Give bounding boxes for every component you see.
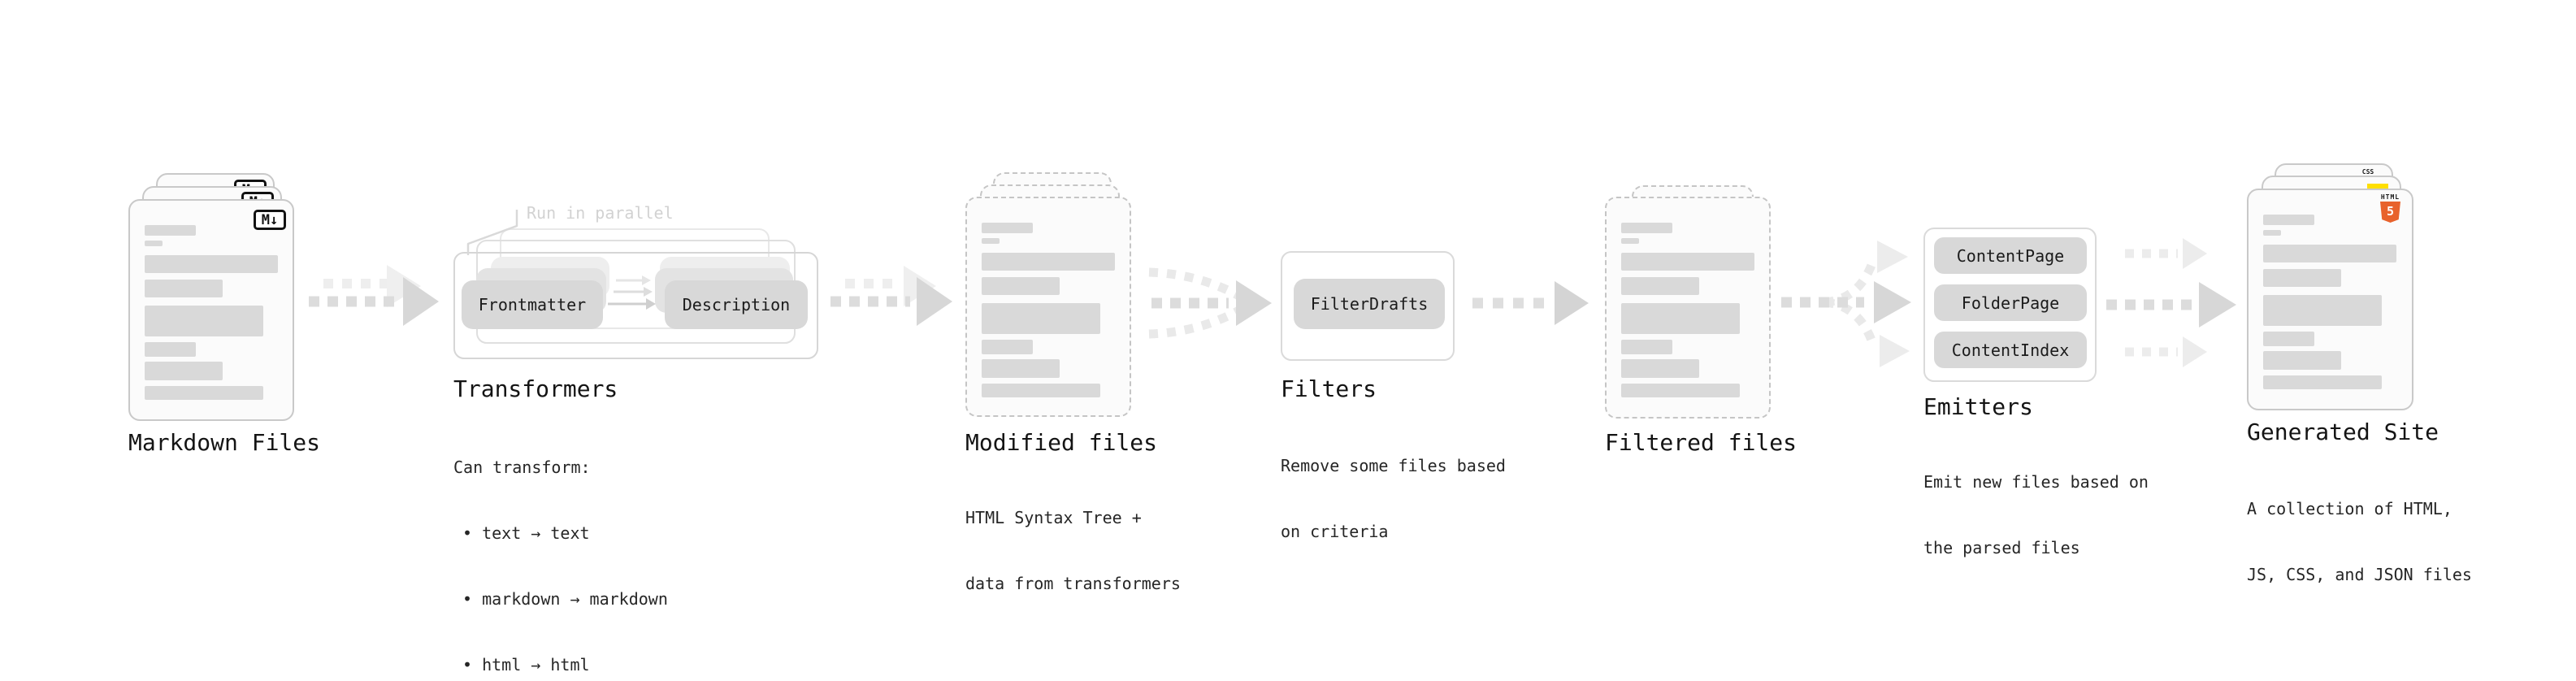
transformers-bullet: • text → text bbox=[462, 523, 590, 543]
content-index-pill: ContentIndex bbox=[1934, 332, 2087, 368]
emitters-label: Emitters bbox=[1923, 393, 2033, 420]
transformer-frontmatter-pill: Frontmatter bbox=[462, 280, 603, 329]
filters-description-line: Remove some files based bbox=[1281, 456, 1506, 475]
emitters-description-line: Emit new files based on bbox=[1923, 472, 2149, 492]
generated-site-label: Generated Site bbox=[2247, 419, 2439, 445]
arrow-modified-to-filters bbox=[1148, 267, 1272, 339]
arrow-filters-to-filtered bbox=[1472, 281, 1589, 325]
generated-file-card-front: HTML 5 bbox=[2247, 189, 2413, 410]
generated-site-description-line: A collection of HTML, bbox=[2247, 499, 2452, 518]
html5-icon-shield: 5 bbox=[2380, 202, 2400, 223]
arrow-markdown-to-transformers bbox=[309, 265, 439, 326]
modified-files-label: Modified files bbox=[965, 429, 1158, 456]
run-in-parallel-note: Run in parallel bbox=[527, 203, 674, 223]
emitters-description-line: the parsed files bbox=[1923, 538, 2080, 557]
filters-description-line: on criteria bbox=[1281, 522, 1389, 541]
modified-files-description-line: data from transformers bbox=[965, 574, 1181, 593]
folder-page-pill: FolderPage bbox=[1934, 284, 2087, 321]
modified-files-description: HTML Syntax Tree + data from transformer… bbox=[965, 463, 1181, 639]
html5-file-icon: HTML 5 bbox=[2380, 193, 2400, 223]
modified-files-description-line: HTML Syntax Tree + bbox=[965, 508, 1142, 527]
markdown-files-label: Markdown Files bbox=[128, 429, 321, 456]
file-text-placeholder-lines bbox=[1621, 223, 1754, 397]
markdown-icon: M↓ bbox=[254, 210, 286, 230]
filters-description: Remove some files based on criteria bbox=[1281, 411, 1506, 587]
arrow-emitters-to-generated bbox=[2106, 238, 2236, 367]
file-text-placeholder-lines bbox=[982, 223, 1115, 397]
transformers-label: Transformers bbox=[453, 375, 618, 402]
generated-site-description: A collection of HTML, JS, CSS, and JSON … bbox=[2247, 454, 2472, 630]
content-page-pill: ContentPage bbox=[1934, 237, 2087, 274]
transformers-bullet: • html → html bbox=[462, 655, 590, 674]
filters-label: Filters bbox=[1281, 375, 1377, 402]
generated-site-description-line: JS, CSS, and JSON files bbox=[2247, 565, 2472, 584]
transformers-bullet: • markdown → markdown bbox=[462, 589, 668, 609]
markdown-file-card-front: M↓ bbox=[128, 199, 294, 421]
arrow-filtered-to-emitters bbox=[1781, 241, 1911, 367]
arrow-transformers-to-modified bbox=[830, 266, 952, 326]
transformer-lane-front bbox=[453, 252, 818, 359]
filtered-file-card-front bbox=[1605, 197, 1771, 419]
css-icon-text: CSS bbox=[2361, 168, 2374, 176]
filter-drafts-pill: FilterDrafts bbox=[1294, 279, 1445, 329]
file-text-placeholder-lines bbox=[2263, 215, 2396, 389]
modified-file-card-front bbox=[965, 197, 1131, 417]
transformer-description-pill: Description bbox=[665, 280, 808, 329]
file-text-placeholder-lines bbox=[145, 225, 278, 400]
transformers-description-line: Can transform: bbox=[453, 458, 591, 477]
transformers-description: Can transform: • text → text • markdown … bbox=[453, 413, 668, 681]
html5-icon-text: HTML bbox=[2380, 193, 2400, 201]
emitters-description: Emit new files based on the parsed files bbox=[1923, 427, 2149, 603]
filtered-files-label: Filtered files bbox=[1605, 429, 1798, 456]
